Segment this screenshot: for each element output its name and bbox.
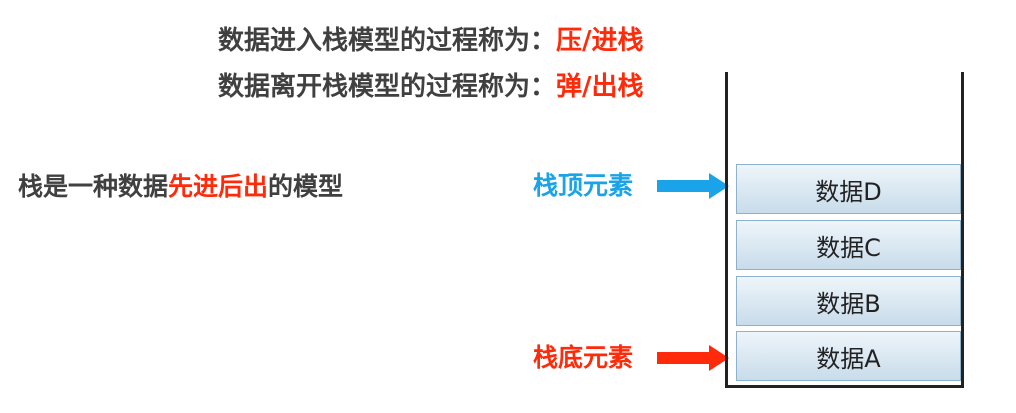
lifo-suffix: 的模型 [268, 172, 344, 201]
pop-definition-text: 数据离开栈模型的过程称为： [218, 72, 557, 102]
red-arrow-right-icon [657, 345, 729, 371]
pop-term: 弹/出栈 [556, 72, 644, 102]
stack-top-pointer: 栈顶元素 [533, 171, 729, 201]
stack-bottom-pointer: 栈底元素 [533, 343, 729, 373]
stack-container: 数据D 数据C 数据B 数据A [725, 72, 964, 388]
stack-top-label: 栈顶元素 [533, 171, 634, 200]
stack-bottom-label: 栈底元素 [533, 343, 634, 372]
stack-item: 数据C [736, 220, 961, 270]
lifo-prefix: 栈是一种数据 [18, 172, 169, 201]
push-term: 压/进栈 [556, 26, 644, 56]
lifo-highlight: 先进后出 [168, 172, 269, 201]
lifo-statement: 栈是一种数据先进后出的模型 [18, 172, 343, 202]
push-definition-text: 数据进入栈模型的过程称为： [218, 26, 557, 56]
stack-item: 数据D [736, 164, 961, 214]
pop-definition: 数据离开栈模型的过程称为：弹/出栈 [218, 72, 644, 102]
stack-item: 数据B [736, 276, 961, 326]
blue-arrow-right-icon [657, 173, 729, 199]
push-definition: 数据进入栈模型的过程称为：压/进栈 [218, 26, 644, 56]
stack-item: 数据A [736, 331, 961, 381]
